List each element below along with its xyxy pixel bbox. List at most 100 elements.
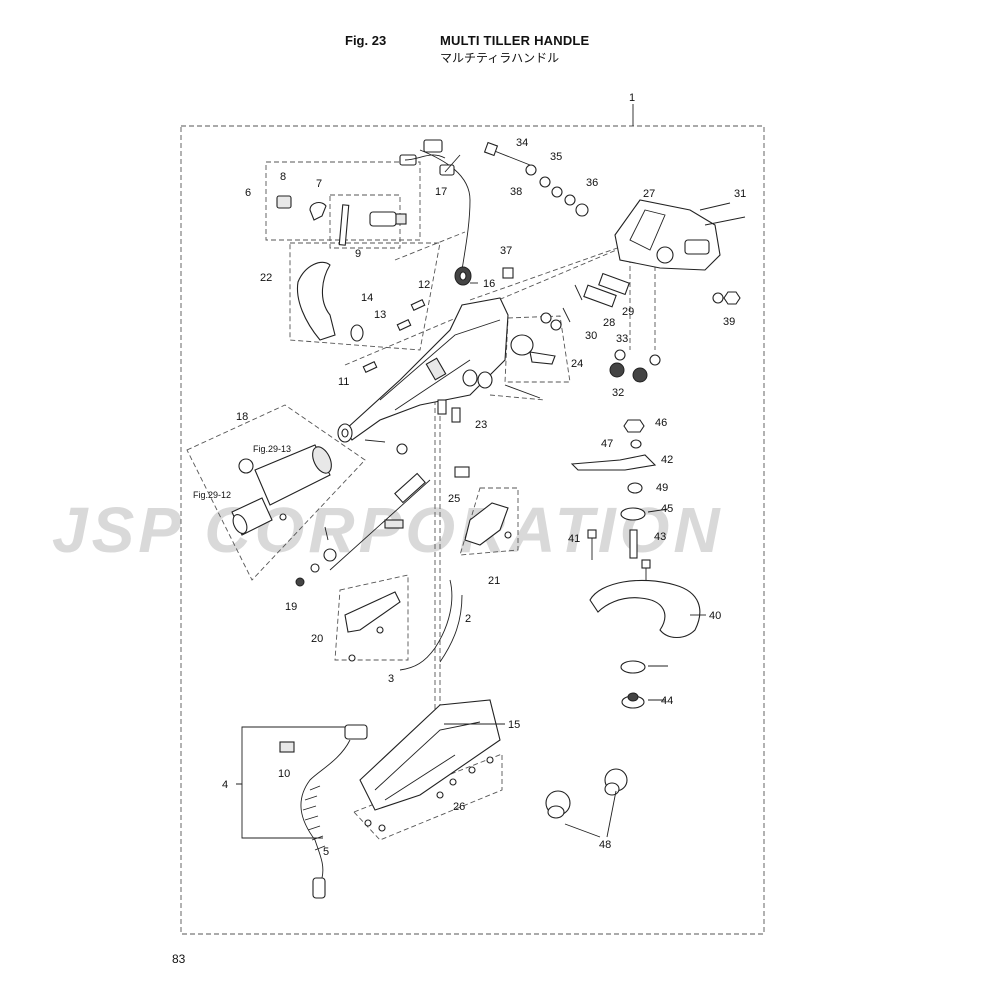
shaft-bolt — [462, 369, 541, 399]
callout-2: 2 — [465, 613, 471, 625]
tiller-handle-body — [337, 297, 509, 443]
group-21-frame — [459, 487, 519, 556]
callout-21: 21 — [488, 575, 500, 587]
callout-13: 13 — [374, 309, 386, 321]
part-28-29-plates — [583, 272, 630, 308]
part-24-knob — [510, 334, 556, 365]
assembly-frame — [180, 125, 765, 935]
callout-47: 47 — [601, 438, 613, 450]
callout-11: 11 — [338, 376, 349, 388]
cross-ref-fig-29-12[interactable]: Fig.29-12 — [193, 490, 231, 500]
callout-7: 7 — [316, 178, 322, 190]
cross-ref-fig-29-13[interactable]: Fig.29-13 — [253, 444, 291, 454]
group-22-frame — [289, 242, 441, 351]
callout-34: 34 — [516, 137, 528, 149]
part-31-pins — [699, 202, 746, 226]
callout-42: 42 — [661, 454, 673, 466]
callout-26: 26 — [453, 801, 465, 813]
callout-23: 23 — [475, 419, 487, 431]
callout-39: 39 — [723, 316, 735, 328]
parts-32-33 — [609, 349, 661, 383]
wire-harness — [399, 139, 471, 271]
group-6-frame — [265, 161, 421, 241]
callout-41: 41 — [568, 533, 580, 545]
callout-1: 1 — [629, 92, 635, 104]
part-25-connector — [364, 439, 470, 478]
callout-18: 18 — [236, 411, 248, 423]
callout-6: 6 — [245, 187, 251, 199]
part-47-washer — [630, 439, 642, 449]
part-43-pin — [629, 529, 638, 559]
callout-8: 8 — [280, 171, 286, 183]
callout-15: 15 — [508, 719, 520, 731]
group-20-frame — [334, 574, 409, 661]
callout-32: 32 — [612, 387, 624, 399]
callout-46: 46 — [655, 417, 667, 429]
part-26-screws — [364, 756, 494, 832]
callout-38: 38 — [510, 186, 522, 198]
part-23-clips — [437, 399, 461, 423]
callout-4: 4 — [222, 779, 228, 791]
callout-24: 24 — [571, 358, 583, 370]
part-18-throttle-grip — [231, 444, 332, 536]
page-number: 83 — [172, 952, 186, 966]
callout-45: 45 — [661, 503, 673, 515]
callout-10: 10 — [278, 768, 290, 780]
callout-22: 22 — [260, 272, 272, 284]
callout-17: 17 — [435, 186, 447, 198]
callout-48: 48 — [599, 839, 611, 851]
callout-43: 43 — [654, 531, 666, 543]
part-9-clip — [338, 204, 350, 246]
callout-12: 12 — [418, 279, 430, 291]
page-title: MULTI TILLER HANDLE — [440, 33, 590, 48]
part-45-washer-lower — [620, 660, 646, 674]
page-subtitle: マルチティラハンドル — [440, 51, 560, 65]
callout-33: 33 — [616, 333, 628, 345]
parts-2-3-cables — [399, 579, 463, 671]
callout-29: 29 — [622, 306, 634, 318]
callout-27: 27 — [643, 188, 655, 200]
part-42-lever — [570, 454, 657, 471]
part-45-washer-upper — [620, 507, 646, 521]
part-48-knobs — [545, 768, 628, 819]
callout-16: 16 — [483, 278, 495, 290]
figure-number: Fig. 23 — [345, 33, 387, 48]
callout-20: 20 — [311, 633, 323, 645]
callout-44: 44 — [661, 695, 673, 707]
part-41-bolts — [587, 529, 651, 580]
part-21-bracket — [464, 502, 512, 546]
callout-25: 25 — [448, 493, 460, 505]
part-20-bracket — [344, 591, 401, 662]
part-37-bushing — [502, 267, 514, 279]
part-49-washer — [627, 482, 643, 494]
group-26-frame — [353, 753, 503, 841]
watermark-text: JSP CORPORATION — [52, 494, 724, 566]
part-19-throttle-shaft — [295, 472, 431, 587]
part-46-nut — [623, 419, 645, 433]
callout-28: 28 — [603, 317, 615, 329]
callout-labels: 1 2 3 4 5 6 7 8 9 10 11 12 13 14 15 16 1… — [222, 92, 746, 858]
part-16-grommet — [454, 266, 472, 286]
callout-49: 49 — [656, 482, 668, 494]
callout-35: 35 — [550, 151, 562, 163]
part-7-knob — [309, 201, 327, 221]
callout-36: 36 — [586, 177, 598, 189]
callout-14: 14 — [361, 292, 373, 304]
callout-5: 5 — [323, 846, 329, 858]
part-34-bolt — [483, 141, 531, 166]
part-30-screws — [562, 284, 583, 323]
callout-40: 40 — [709, 610, 721, 622]
callout-37: 37 — [500, 245, 512, 257]
callout-3: 3 — [388, 673, 394, 685]
washers-35-38 — [525, 164, 589, 217]
part-27-bracket — [614, 199, 721, 271]
callout-31: 31 — [734, 188, 746, 200]
part-40-bracket — [589, 579, 701, 639]
leader-lines — [236, 154, 706, 839]
part-4-stop-switch — [279, 724, 368, 899]
part-switch — [369, 211, 407, 227]
part-44-nut — [621, 692, 645, 709]
callout-30: 30 — [585, 330, 597, 342]
part-39-nut — [723, 291, 741, 305]
